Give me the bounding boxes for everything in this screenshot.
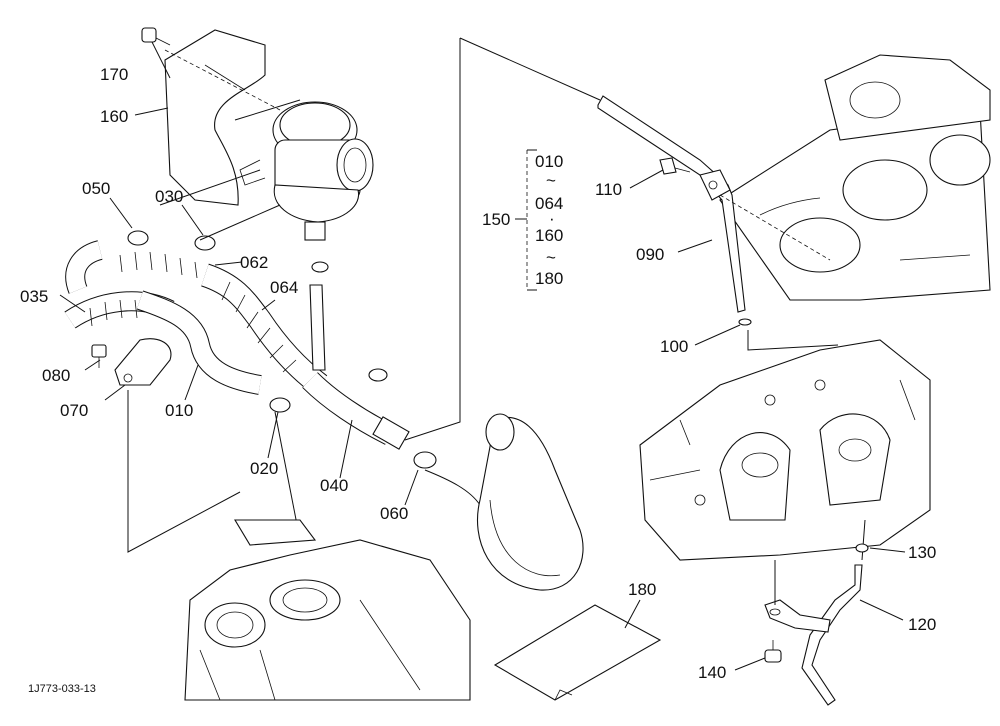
callout-130: 130 [908, 543, 936, 562]
heat-shield-160 [164, 29, 266, 206]
range-group-150: 150 010 ~ 064 · 160 ~ 180 [482, 149, 563, 291]
hose-010 [136, 290, 262, 395]
dipstick-tube-090 [597, 95, 831, 313]
callout-050: 050 [82, 179, 110, 198]
bracket-070 [114, 338, 172, 386]
range-160: 160 [535, 226, 563, 245]
crankcase-lower-right [639, 339, 931, 561]
callout-170: 170 [100, 65, 128, 84]
callout-160: 160 [100, 107, 128, 126]
callout-110: 110 [595, 180, 622, 199]
callout-060: 060 [380, 504, 408, 523]
callout-064: 064 [270, 278, 298, 297]
hose-064 [200, 263, 328, 395]
oil-pipe-120 [764, 519, 866, 706]
clamp-060 [413, 451, 437, 469]
pipe-vertical [309, 284, 326, 371]
range-dot: · [549, 209, 555, 228]
range-tilde-1: ~ [546, 171, 556, 190]
bolt-170 [141, 27, 171, 46]
callout-080: 080 [42, 366, 70, 385]
engine-block-upper-right [719, 54, 991, 301]
o-ring-100 [738, 318, 839, 351]
callout-150: 150 [482, 210, 510, 229]
clamp-050 [127, 230, 149, 246]
range-064: 064 [535, 194, 563, 213]
range-tilde-2: ~ [546, 248, 556, 267]
bag-180 [493, 599, 662, 701]
clamp-small [311, 261, 388, 382]
callout-100: 100 [660, 337, 688, 356]
o-ring-130 [855, 543, 869, 553]
callout-090: 090 [636, 245, 664, 264]
hose-062 [92, 248, 213, 279]
cylinder-head-lower-left [184, 519, 471, 701]
callout-035: 035 [20, 287, 48, 306]
hose-050-elbow [65, 240, 104, 294]
bolt-140 [764, 640, 782, 663]
elbow-pipe-center [476, 413, 584, 591]
hose-040 [302, 372, 410, 450]
callout-040: 040 [320, 476, 348, 495]
callout-140: 140 [698, 663, 726, 682]
valve-assembly [239, 101, 374, 241]
bolt-080 [91, 344, 107, 368]
callout-030: 030 [155, 187, 183, 206]
callout-062: 062 [240, 253, 268, 272]
callout-020: 020 [250, 459, 278, 478]
callout-070: 070 [60, 401, 88, 420]
clamp-020 [269, 397, 291, 413]
callout-010: 010 [165, 401, 193, 420]
callout-120: 120 [908, 615, 936, 634]
bolt-110 [659, 157, 691, 175]
reference-code: 1J773-033-13 [28, 683, 96, 695]
range-180: 180 [535, 269, 563, 288]
range-010: 010 [535, 152, 563, 171]
callout-180: 180 [628, 580, 656, 599]
